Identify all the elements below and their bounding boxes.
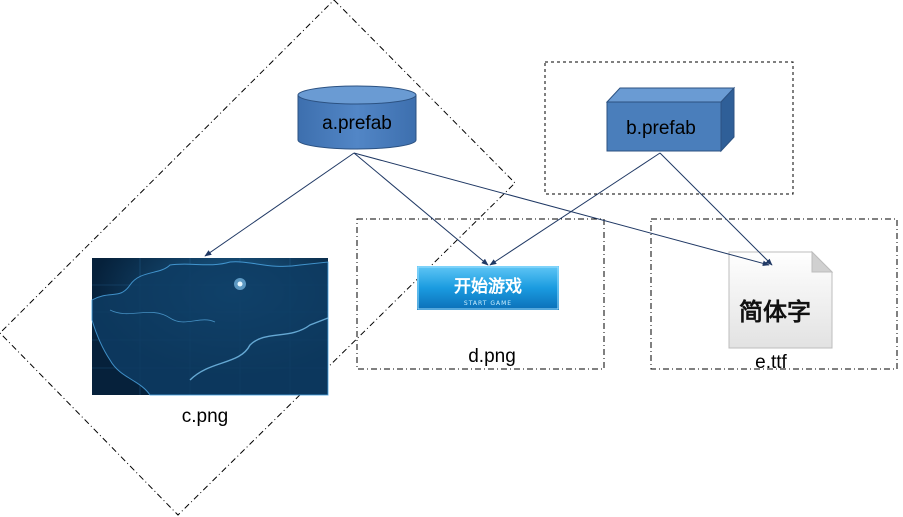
d-png-label: d.png [468,346,516,367]
arrow-a-to-c [204,152,355,257]
b-prefab-cube [605,86,736,153]
a-prefab-label: a.prefab [322,113,392,134]
c-png-thumbnail [91,258,329,396]
arrow-a-to-d [353,152,489,266]
group-b-boundary [544,61,794,195]
group-a-boundary [0,0,516,516]
arrow-b-to-d [489,152,661,266]
font-glyph-text: 简体字 [739,298,811,326]
a-prefab-cylinder [297,85,417,150]
e-ttf-label: e.ttf [755,352,787,373]
d-png-thumbnail: 开始游戏 START GAME [417,266,559,310]
c-png-label: c.png [182,406,228,427]
group-e-boundary [650,218,898,370]
b-prefab-label: b.prefab [626,118,696,139]
e-ttf-thumbnail: 简体字 [728,250,834,349]
arrow-a-to-e [353,152,770,267]
group-d-boundary [356,218,605,370]
button-text: 开始游戏 [454,276,522,297]
arrow-b-to-e [659,152,773,266]
button-subtext: START GAME [464,300,512,307]
